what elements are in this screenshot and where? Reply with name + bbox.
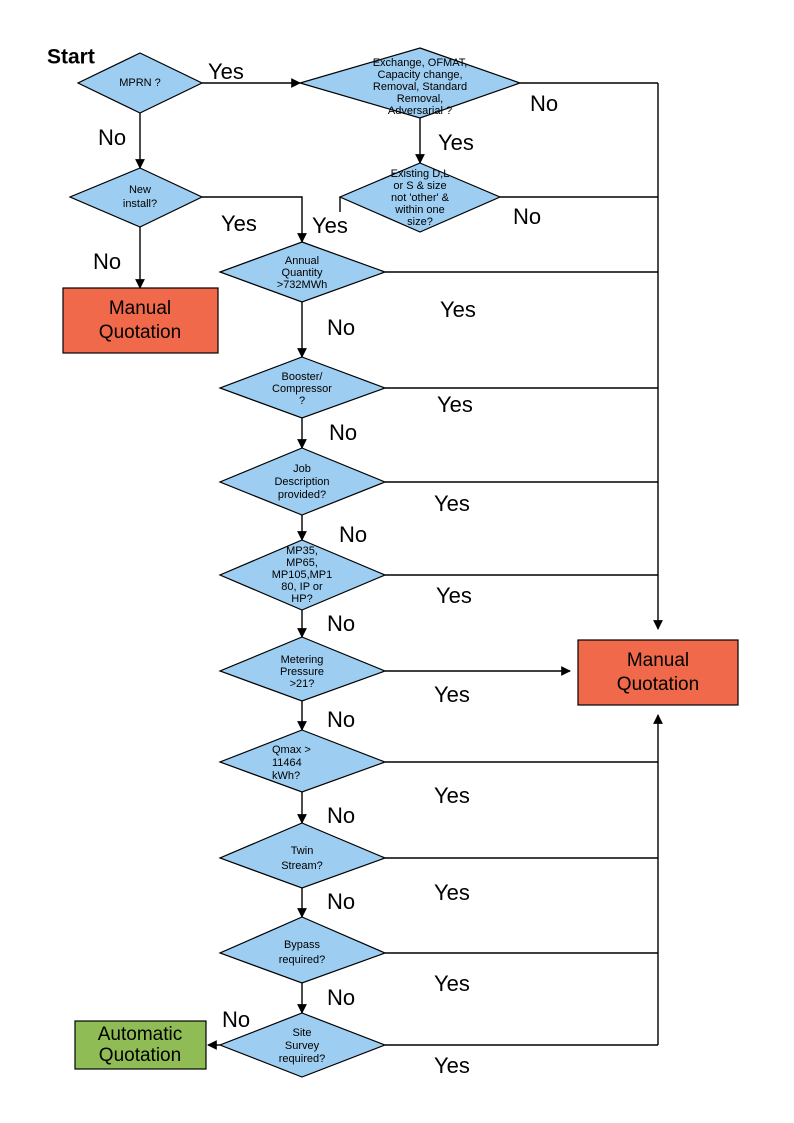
- decision-qmax-line-0: Qmax >: [272, 744, 311, 756]
- label-annual-no: No: [327, 315, 355, 340]
- decision-pressure-line-0: Metering: [281, 654, 324, 666]
- decision-job-description[interactable]: Job Description provided?: [218, 447, 387, 516]
- decision-existing-line-4: size?: [407, 216, 433, 228]
- decision-metering-pressure[interactable]: Metering Pressure >21?: [218, 636, 387, 702]
- decision-site-survey[interactable]: Site Survey required?: [218, 1012, 387, 1078]
- decision-qmax-line-2: kWh?: [272, 770, 300, 782]
- label-jobdesc-no: No: [339, 522, 367, 547]
- label-qmax-no: No: [327, 803, 355, 828]
- decision-jobdesc-line-2: provided?: [278, 489, 326, 501]
- label-metertype-yes: Yes: [436, 583, 472, 608]
- decision-twin-stream[interactable]: Twin Stream?: [218, 822, 387, 889]
- decision-exchange-line-4: Adversarial ?: [388, 105, 452, 117]
- label-annual-yes: Yes: [440, 297, 476, 322]
- decision-jobdesc-line-0: Job: [293, 463, 311, 475]
- decision-bypass[interactable]: Bypass required?: [218, 916, 387, 984]
- label-twin-yes: Yes: [434, 880, 470, 905]
- decision-booster-compressor[interactable]: Booster/ Compressor ?: [218, 356, 387, 419]
- label-mprn-no: No: [98, 125, 126, 150]
- decision-annual-line-2: >732MWh: [277, 279, 327, 291]
- terminal-manual-right-line-1: Quotation: [617, 674, 699, 695]
- decision-booster-line-1: Compressor: [272, 383, 332, 395]
- terminal-manual-left-line-1: Quotation: [99, 322, 181, 343]
- decision-bypass-line-0: Bypass: [284, 939, 321, 951]
- label-metertype-no: No: [327, 611, 355, 636]
- decision-metertype-line-3: 80, IP or: [281, 581, 323, 593]
- terminal-manual-right[interactable]: Manual Quotation: [577, 639, 739, 706]
- decision-sitesurvey-line-0: Site: [293, 1027, 312, 1039]
- label-exchange-no: No: [530, 91, 558, 116]
- decision-pressure-line-1: Pressure: [280, 666, 324, 678]
- decision-exchange-line-2: Removal, Standard: [373, 81, 467, 93]
- decision-jobdesc-line-1: Description: [274, 476, 329, 488]
- label-pressure-yes: Yes: [434, 682, 470, 707]
- decision-qmax-line-1: 11464: [272, 757, 302, 769]
- decision-new-install[interactable]: New install?: [68, 167, 204, 228]
- decision-exchange-line-0: Exchange, OFMAT,: [373, 57, 468, 69]
- label-bypass-no: No: [327, 985, 355, 1010]
- decision-exchange[interactable]: Exchange, OFMAT, Capacity change, Remova…: [297, 47, 522, 119]
- label-bypass-yes: Yes: [434, 971, 470, 996]
- label-mprn-yes: Yes: [208, 59, 244, 84]
- decision-meter-type[interactable]: MP35, MP65, MP105,MP1 80, IP or HP?: [218, 539, 387, 611]
- label-qmax-yes: Yes: [434, 783, 470, 808]
- edge-newinstall-yes: [202, 196, 307, 243]
- decision-booster-line-2: ?: [299, 395, 305, 407]
- decision-newinstall-line-1: install?: [123, 198, 157, 210]
- decision-existing-line-2: not 'other' &: [391, 192, 450, 204]
- decision-annual-line-1: Quantity: [282, 267, 323, 279]
- label-twin-no: No: [327, 889, 355, 914]
- label-sitesurvey-no: No: [222, 1007, 250, 1032]
- decision-existing-line-1: or S & size: [393, 180, 446, 192]
- connectors: [135, 78, 663, 1050]
- label-booster-yes: Yes: [437, 392, 473, 417]
- label-newinstall-yes: Yes: [221, 211, 257, 236]
- decision-annual-line-0: Annual: [285, 255, 319, 267]
- decision-annual-quantity[interactable]: Annual Quantity >732MWh: [218, 241, 387, 303]
- decision-metertype-line-1: MP65,: [286, 557, 318, 569]
- terminal-manual-left-line-0: Manual: [109, 298, 171, 319]
- decision-metertype-line-4: HP?: [291, 593, 312, 605]
- terminal-automatic-line-0: Automatic: [98, 1024, 182, 1045]
- decision-exchange-line-1: Capacity change,: [378, 69, 463, 81]
- label-jobdesc-yes: Yes: [434, 491, 470, 516]
- decision-exchange-line-3: Removal,: [397, 93, 443, 105]
- terminal-manual-left[interactable]: Manual Quotation: [62, 287, 219, 354]
- terminal-automatic-line-1: Quotation: [99, 1045, 181, 1066]
- decision-twin-line-0: Twin: [291, 845, 314, 857]
- label-existing-yes: Yes: [312, 213, 348, 238]
- label-booster-no: No: [329, 420, 357, 445]
- decision-qmax[interactable]: Qmax > 11464 kWh?: [218, 729, 387, 793]
- decision-newinstall-line-0: New: [129, 184, 151, 196]
- label-exchange-yes: Yes: [438, 130, 474, 155]
- decision-mprn[interactable]: MPRN ?: [76, 52, 204, 114]
- decision-existing-line-3: within one: [394, 204, 445, 216]
- terminal-automatic[interactable]: Automatic Quotation: [74, 1020, 207, 1070]
- decision-bypass-line-1: required?: [279, 954, 325, 966]
- terminal-manual-right-line-0: Manual: [627, 650, 689, 671]
- decision-existing-line-0: Existing D,L: [391, 168, 450, 180]
- start-label: Start: [47, 46, 95, 69]
- decision-pressure-line-2: >21?: [290, 678, 315, 690]
- decision-mprn-line-0: MPRN ?: [119, 77, 161, 89]
- label-existing-no: No: [513, 204, 541, 229]
- decision-existing-dls[interactable]: Existing D,L or S & size not 'other' & w…: [338, 162, 502, 233]
- decision-metertype-line-2: MP105,MP1: [272, 569, 333, 581]
- decision-metertype-line-0: MP35,: [286, 545, 318, 557]
- label-pressure-no: No: [327, 707, 355, 732]
- decision-booster-line-0: Booster/: [282, 371, 324, 383]
- decision-twin-line-1: Stream?: [281, 860, 323, 872]
- decision-sitesurvey-line-1: Survey: [285, 1040, 320, 1052]
- label-newinstall-no: No: [93, 249, 121, 274]
- label-sitesurvey-yes: Yes: [434, 1053, 470, 1078]
- decision-sitesurvey-line-2: required?: [279, 1053, 325, 1065]
